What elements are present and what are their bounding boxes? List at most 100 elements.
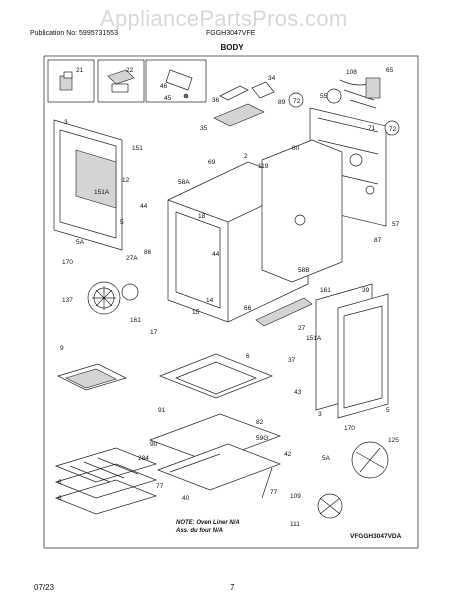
part-label: 66 bbox=[244, 305, 252, 312]
part-label: 15 bbox=[192, 309, 200, 316]
part-label: 55 bbox=[320, 93, 328, 100]
part-label: 3 bbox=[318, 411, 322, 418]
part-label: 108 bbox=[346, 69, 357, 76]
part-label: 42 bbox=[284, 451, 292, 458]
fan-blower-icon bbox=[317, 441, 389, 519]
part-label: 77 bbox=[270, 489, 278, 496]
part-label: 39 bbox=[362, 287, 370, 294]
part-label: 27 bbox=[298, 325, 306, 332]
part-label: 6 bbox=[58, 479, 62, 486]
part-label: 37 bbox=[288, 357, 296, 364]
part-label: 58A bbox=[178, 179, 190, 186]
part-label: 161 bbox=[320, 287, 331, 294]
part-label: 72 bbox=[293, 98, 301, 105]
top-trim-icon bbox=[213, 81, 275, 127]
trim-strip-icon bbox=[255, 297, 313, 327]
part-label: 21 bbox=[76, 67, 84, 74]
section-title: BODY bbox=[220, 43, 244, 52]
part-label: 91 bbox=[158, 407, 166, 414]
part-label: 119 bbox=[258, 163, 269, 170]
part-label: 151A bbox=[306, 335, 322, 342]
footer-page-number: 7 bbox=[230, 583, 235, 592]
part-label: 60 bbox=[292, 145, 300, 152]
part-label: 151 bbox=[132, 145, 143, 152]
part-label: 82 bbox=[256, 419, 264, 426]
part-label: 6 bbox=[58, 495, 62, 502]
part-label: 3 bbox=[64, 119, 68, 126]
part-label: 77 bbox=[156, 483, 164, 490]
bracket-21-icon bbox=[59, 71, 73, 91]
part-label: 90 bbox=[150, 441, 158, 448]
part-label: 40 bbox=[182, 495, 190, 502]
model-number: FGGH3047VFE bbox=[206, 30, 256, 37]
oven-racks-icon bbox=[54, 447, 158, 515]
callout-72-left-icon bbox=[288, 92, 304, 108]
diagram-frame bbox=[43, 55, 419, 549]
bracket-22-icon bbox=[107, 69, 135, 93]
note-line-1: NOTE: Oven Liner N/A bbox=[176, 520, 240, 526]
inset-box-22 bbox=[97, 59, 145, 103]
part-label: 12 bbox=[122, 177, 130, 184]
part-label: 87 bbox=[374, 237, 382, 244]
broiler-pan-icon bbox=[57, 363, 127, 391]
part-label: 59G bbox=[256, 435, 268, 442]
oven-door-left-icon bbox=[53, 119, 123, 251]
rod-77-icon bbox=[261, 467, 273, 499]
part-label: 46 bbox=[160, 83, 168, 90]
inset-box-21 bbox=[47, 59, 95, 103]
part-label: 34 bbox=[268, 75, 276, 82]
part-label: 109 bbox=[290, 493, 301, 500]
part-label: 58B bbox=[298, 267, 310, 274]
part-label: 69 bbox=[208, 159, 216, 166]
convection-fan-icon bbox=[87, 281, 121, 315]
footer-date: 07/23 bbox=[34, 583, 55, 592]
part-label: 89 bbox=[278, 99, 286, 106]
part-label: 5A bbox=[76, 239, 85, 246]
inset-box-46 bbox=[145, 59, 207, 103]
note-line-2: Ass. du four N/A bbox=[175, 528, 223, 534]
callout-55-icon bbox=[326, 88, 342, 104]
part-label: 111 bbox=[290, 521, 300, 528]
element-ring-icon bbox=[121, 283, 139, 301]
diagram-code: VFGGH3047VDA bbox=[350, 533, 402, 540]
part-label: 43 bbox=[294, 389, 302, 396]
part-label: 170 bbox=[344, 425, 355, 432]
side-panel-icon bbox=[261, 139, 343, 283]
part-label: 170 bbox=[62, 259, 73, 266]
publication-number: Publication No: 5995731553 bbox=[30, 30, 118, 37]
part-label: 35 bbox=[200, 125, 208, 132]
part-label: 86 bbox=[144, 249, 152, 256]
watermark: AppliancePartsPros.com bbox=[100, 6, 348, 31]
part-label: 44 bbox=[212, 251, 220, 258]
part-label: 137 bbox=[62, 297, 73, 304]
part-label: 6 bbox=[246, 353, 250, 360]
part-label: 5A bbox=[322, 455, 331, 462]
part-label: 14 bbox=[206, 297, 214, 304]
part-label: 22 bbox=[126, 67, 134, 74]
part-label: 27A bbox=[126, 255, 138, 262]
part-label: 72 bbox=[389, 126, 397, 133]
part-label: 161 bbox=[130, 317, 141, 324]
part-label: 18 bbox=[198, 213, 206, 220]
part-label: 284 bbox=[138, 455, 149, 462]
part-label: 5 bbox=[120, 219, 124, 226]
part-label: 2 bbox=[244, 153, 248, 160]
oven-door-right-icon bbox=[315, 283, 389, 419]
callout-labels: 21 22 46 45 108 65 55 34 36 89 72 35 71 … bbox=[58, 67, 400, 528]
part-label: 65 bbox=[386, 67, 394, 74]
drawer-assembly-icon bbox=[148, 353, 282, 491]
part-label: 44 bbox=[140, 203, 148, 210]
part-label: 125 bbox=[388, 437, 399, 444]
wiring-harness-icon bbox=[339, 77, 381, 109]
clip-46-icon bbox=[165, 69, 193, 99]
part-label: 36 bbox=[212, 97, 220, 104]
part-label: 151A bbox=[94, 189, 110, 196]
part-label: 57 bbox=[392, 221, 400, 228]
part-label: 45 bbox=[164, 95, 172, 102]
part-label: 17 bbox=[150, 329, 158, 336]
part-label: 5 bbox=[386, 407, 390, 414]
callout-72-icon bbox=[384, 120, 400, 136]
part-label: 71 bbox=[368, 125, 376, 132]
part-label: 9 bbox=[60, 345, 64, 352]
